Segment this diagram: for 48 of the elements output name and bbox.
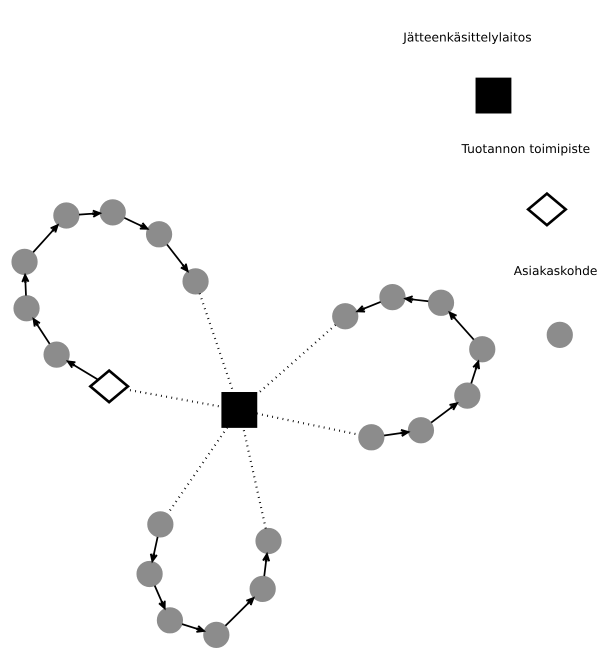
arrow: [150, 536, 158, 562]
node-circle: [13, 295, 40, 322]
arrow: [78, 210, 101, 218]
node-circle: [332, 303, 358, 330]
node-circle: [358, 424, 384, 450]
arrow: [32, 224, 59, 253]
arrow: [384, 429, 410, 437]
node-circle: [428, 290, 454, 316]
node-box: [476, 78, 512, 114]
arrow: [21, 274, 30, 296]
node-circle: [546, 322, 573, 348]
node-circle: [454, 382, 480, 409]
node-circle: [53, 202, 80, 229]
node-circle: [379, 284, 406, 310]
arrow: [154, 585, 166, 610]
arrow: [224, 597, 254, 626]
node-diamond: [526, 192, 568, 227]
arrow: [262, 553, 270, 576]
arrow: [430, 402, 458, 424]
arrow: [470, 360, 480, 384]
node-circle: [156, 607, 184, 634]
node-circle: [408, 417, 434, 444]
node-circle: [146, 221, 172, 248]
node-circle: [182, 268, 209, 294]
arrow: [166, 244, 189, 272]
node-diamond: [88, 368, 130, 404]
node-circle: [203, 622, 230, 648]
arrow: [124, 217, 148, 230]
node-circle: [11, 248, 38, 275]
legend-label: Asiakaskohde: [514, 264, 598, 278]
connector: [124, 388, 222, 408]
node-circle: [43, 341, 70, 368]
connector: [242, 427, 267, 529]
node-circle: [100, 199, 126, 226]
arrow: [356, 301, 381, 312]
node-circle: [147, 511, 174, 538]
arrow: [182, 623, 205, 633]
arrow: [448, 312, 474, 340]
arrow: [32, 318, 50, 344]
node-box: [221, 392, 258, 428]
arrow: [66, 360, 98, 380]
legend-label: Jätteenkäsittelylaitos: [403, 30, 532, 44]
node-circle: [136, 560, 163, 588]
arrow: [404, 295, 428, 304]
node-circle: [469, 336, 496, 362]
legend-label: Tuotannon toimipiste: [462, 142, 590, 156]
node-circle: [250, 576, 276, 602]
node-circle: [255, 528, 282, 554]
